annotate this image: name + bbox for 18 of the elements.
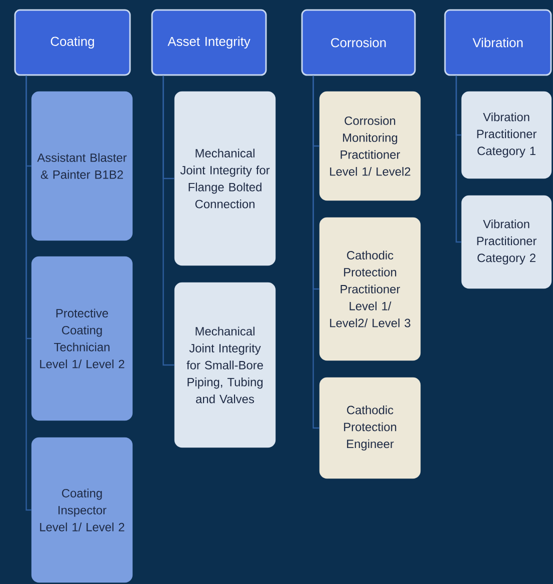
role-box: Vibration Practitioner Category 2 bbox=[461, 195, 552, 289]
role-box: Coating Inspector Level 1/ Level 2 bbox=[31, 437, 133, 583]
role-box: Vibration Practitioner Category 1 bbox=[461, 91, 552, 179]
connector-line bbox=[456, 76, 462, 243]
category-box: Asset Integrity bbox=[151, 9, 267, 76]
role-box: Mechanical Joint Integrity for Flange Bolted Connection bbox=[174, 91, 276, 266]
role-box: Protective Coating Technician Level 1/ Level 2 bbox=[31, 256, 133, 421]
role-box: Corrosion Monitoring Practitioner Level 1/ Level2 bbox=[319, 91, 421, 201]
connector-line bbox=[312, 76, 320, 429]
role-box: Mechanical Joint Integrity for Small-Bore Piping, Tubing and Valves bbox=[174, 282, 276, 448]
category-box: Corrosion bbox=[301, 9, 416, 76]
category-box: Vibration bbox=[444, 9, 552, 76]
role-box: Assistant Blaster & Painter B1B2 bbox=[31, 91, 133, 241]
connector-line bbox=[162, 76, 174, 366]
role-box: Cathodic Protection Practitioner Level 1/ Level2/ Level 3 bbox=[319, 217, 421, 361]
connector-line bbox=[26, 76, 32, 511]
role-box: Cathodic Protection Engineer bbox=[319, 377, 421, 479]
category-box: Coating bbox=[14, 9, 131, 76]
